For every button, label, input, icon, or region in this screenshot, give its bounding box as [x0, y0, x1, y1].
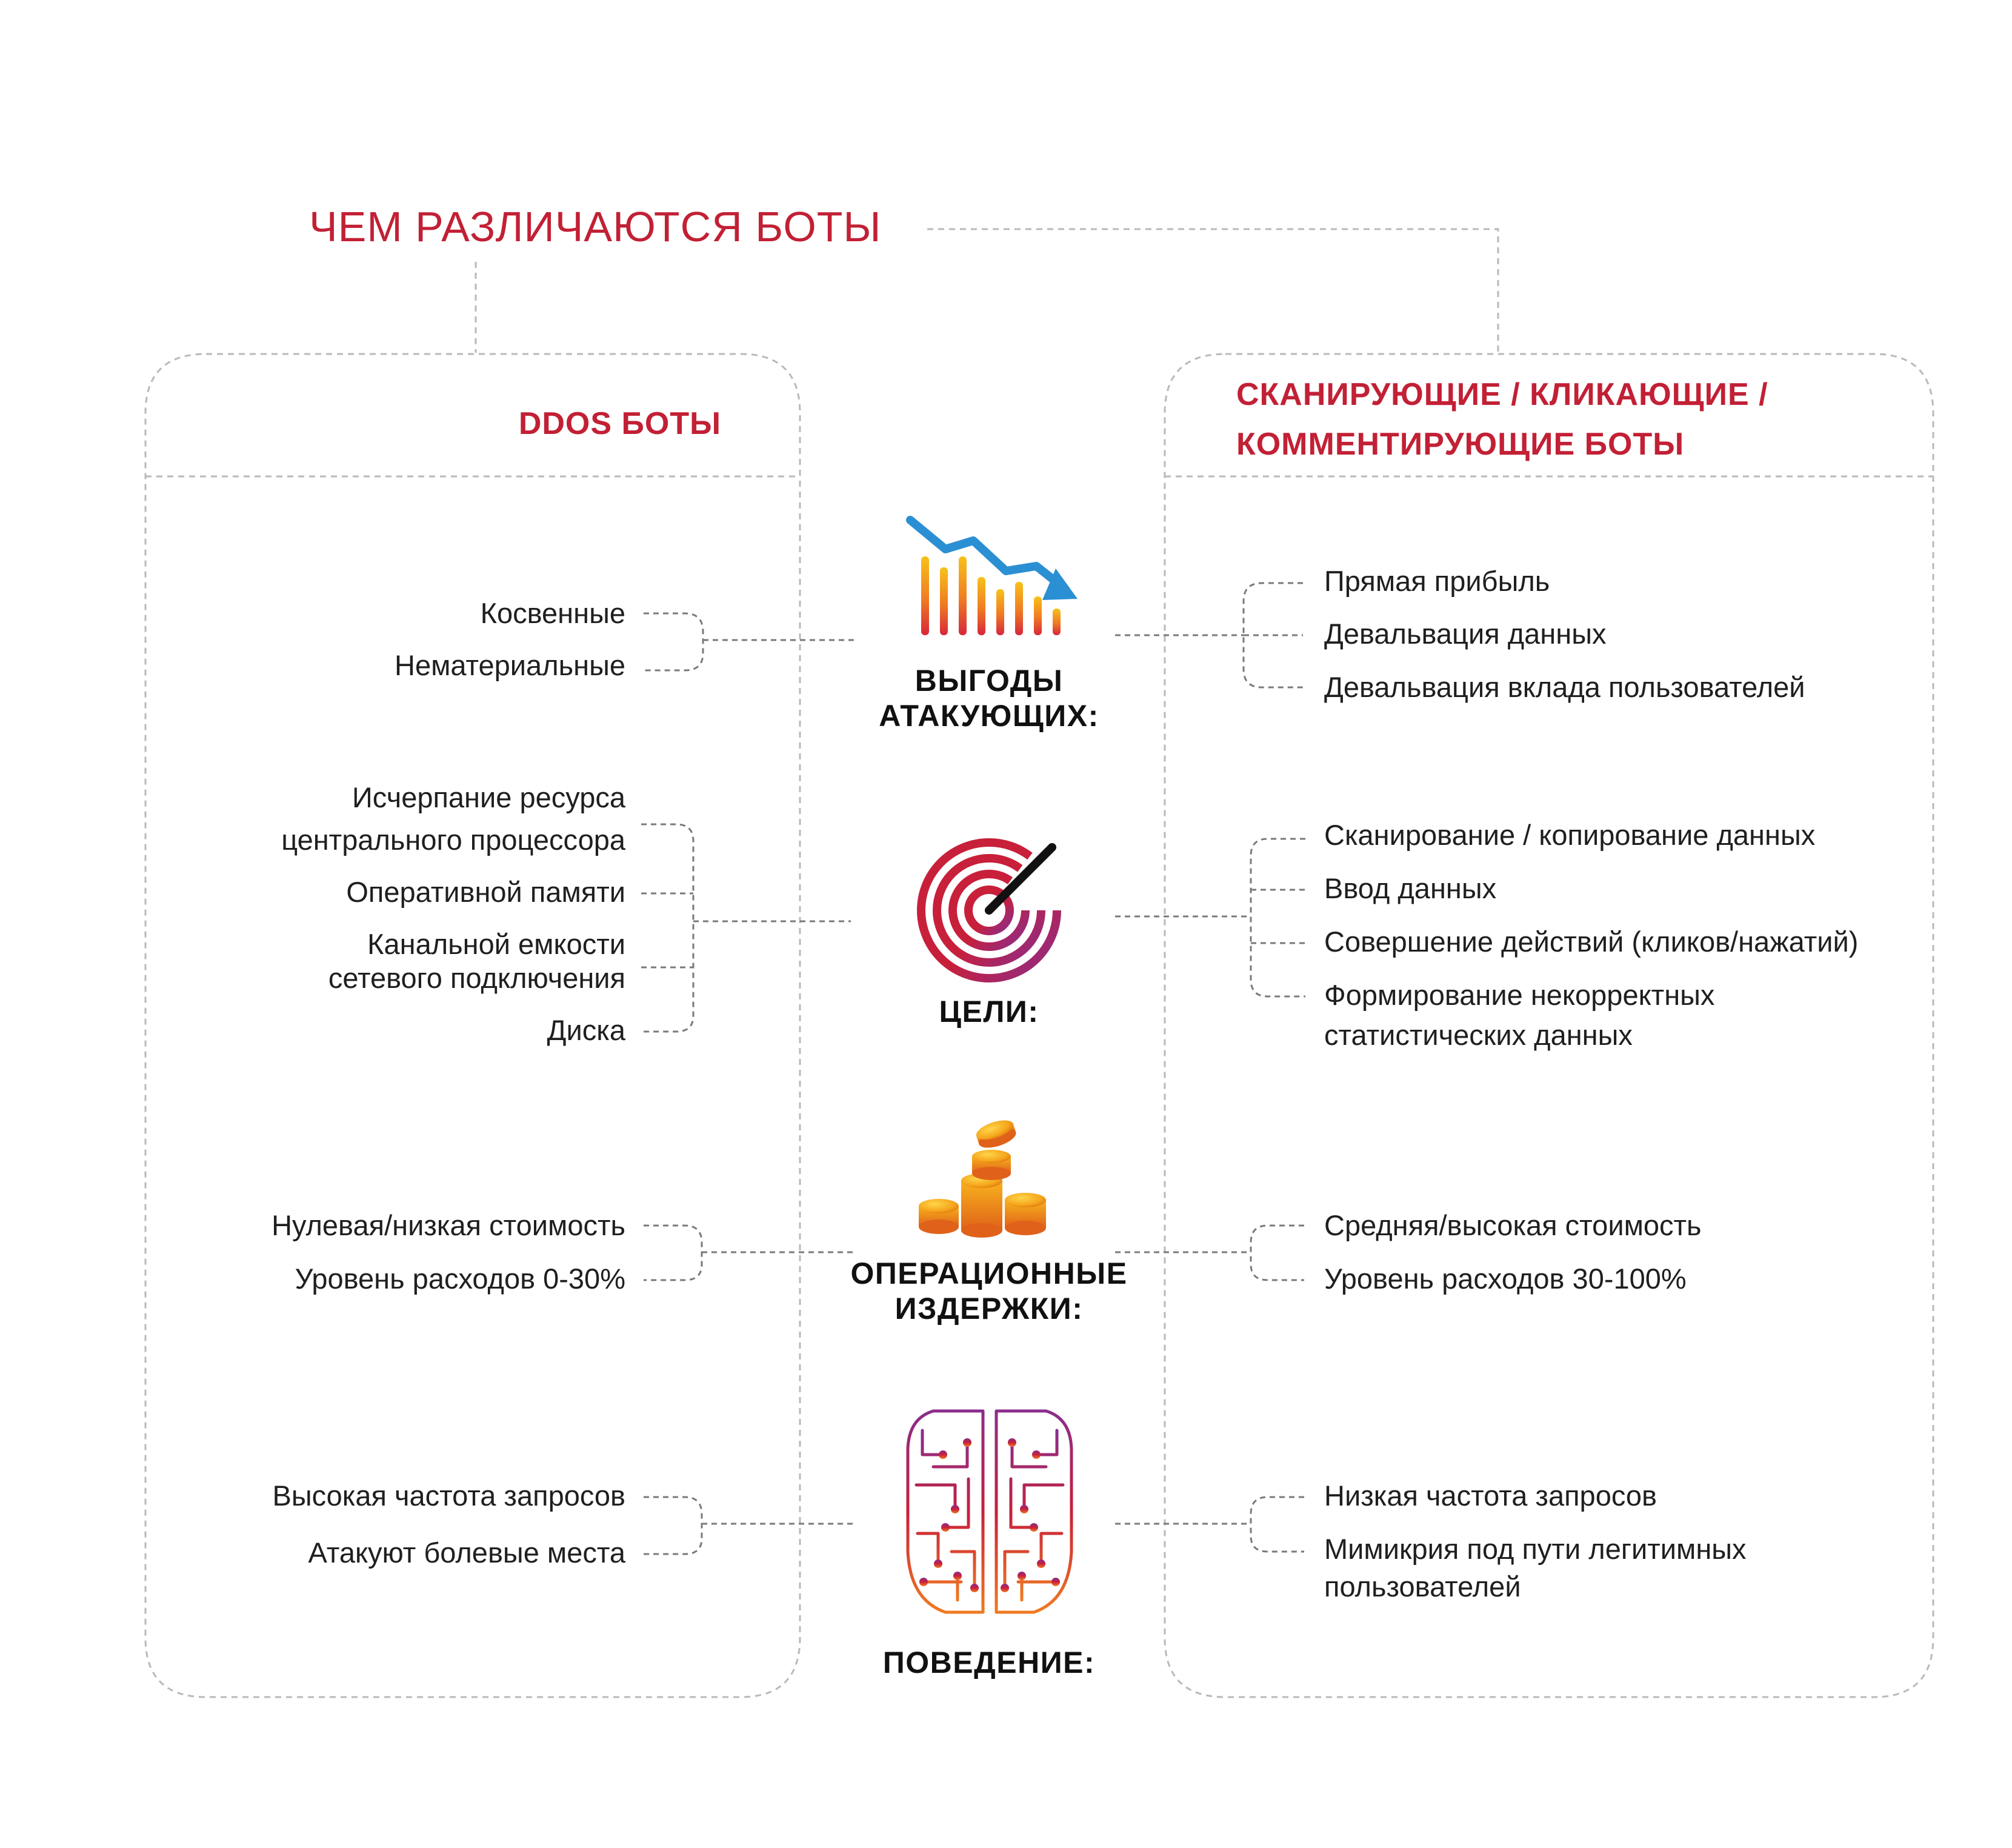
scanning-bots-panel: СКАНИРУЮЩИЕ / КЛИКАЮЩИЕ / КОММЕНТИРУЮЩИЕ…	[1164, 353, 1934, 1698]
circuit-brain-icon	[906, 1409, 1073, 1614]
benefits-right-item: Прямая прибыль	[1324, 565, 1550, 597]
goals-right-item: Сканирование / копирование данных	[1324, 819, 1815, 851]
goals-left-item: Канальной емкости	[367, 928, 625, 960]
costs-row: ОПЕРАЦИОННЫЕ ИЗДЕРЖКИ: Нулевая/низкая ст…	[271, 1120, 1702, 1326]
goals-right-item: статистических данных	[1324, 1019, 1633, 1051]
costs-label-line1: ОПЕРАЦИОННЫЕ	[850, 1256, 1127, 1290]
costs-label-line2: ИЗДЕРЖКИ:	[895, 1292, 1084, 1326]
page-title: ЧЕМ РАЗЛИЧАЮТСЯ БОТЫ	[309, 203, 882, 250]
goals-left-item: Исчерпание ресурса	[352, 781, 626, 813]
behavior-right-item: пользователей	[1324, 1570, 1521, 1603]
benefits-left-item: Нематериальные	[395, 649, 625, 681]
coins-icon	[919, 1120, 1046, 1238]
behavior-right-connector	[1115, 1496, 1304, 1553]
goals-row: ЦЕЛИ: Исчерпание ресурса центрального пр…	[281, 781, 1858, 1051]
goals-left-connector	[641, 823, 851, 1033]
behavior-left-item: Высокая частота запросов	[272, 1479, 625, 1512]
scanning-bots-header-line2: КОММЕНТИРУЮЩИЕ БОТЫ	[1236, 427, 1684, 462]
goals-label: ЦЕЛИ:	[939, 995, 1039, 1029]
benefits-right-item: Девальвация данных	[1324, 618, 1606, 650]
behavior-left-connector	[644, 1496, 854, 1555]
costs-left-item: Уровень расходов 0-30%	[295, 1263, 625, 1295]
goals-left-item: Диска	[547, 1014, 626, 1046]
costs-right-item: Уровень расходов 30-100%	[1324, 1263, 1687, 1295]
goals-right-item: Ввод данных	[1324, 872, 1496, 904]
costs-left-item: Нулевая/низкая стоимость	[271, 1209, 625, 1241]
behavior-row: ПОВЕДЕНИЕ: Высокая частота запросов Атак…	[272, 1409, 1747, 1680]
ddos-bots-header: DDOS БОТЫ	[519, 406, 721, 441]
benefits-left-item: Косвенные	[481, 597, 625, 629]
benefits-left-connector	[644, 612, 854, 672]
goals-left-item: центрального процессора	[281, 824, 626, 856]
goals-right-item: Формирование некорректных	[1324, 979, 1714, 1011]
benefits-right-connector	[1115, 582, 1303, 689]
behavior-label: ПОВЕДЕНИЕ:	[883, 1646, 1095, 1680]
behavior-left-item: Атакуют болевые места	[308, 1536, 626, 1569]
benefits-right-item: Девальвация вклада пользователей	[1324, 671, 1805, 703]
behavior-right-item: Мимикрия под пути легитимных	[1324, 1533, 1747, 1565]
scanning-bots-header-line1: СКАНИРУЮЩИЕ / КЛИКАЮЩИЕ /	[1236, 377, 1768, 412]
behavior-right-item: Низкая частота запросов	[1324, 1479, 1657, 1512]
costs-right-connector	[1115, 1224, 1304, 1281]
declining-chart-icon	[906, 516, 1078, 635]
goals-right-connector	[1115, 838, 1305, 998]
title-connector-right	[927, 228, 1499, 353]
target-icon	[917, 838, 1061, 982]
benefits-label-line2: АТАКУЮЩИХ:	[879, 699, 1099, 733]
goals-left-item: Оперативной памяти	[346, 876, 625, 908]
ddos-bots-panel: DDOS БОТЫ	[144, 353, 801, 1698]
goals-right-item: Совершение действий (кликов/нажатий)	[1324, 926, 1858, 958]
costs-left-connector	[644, 1224, 854, 1281]
benefits-row: ВЫГОДЫ АТАКУЮЩИХ: Косвенные Нематериальн…	[395, 516, 1805, 733]
goals-left-item: сетевого подключения	[328, 962, 625, 994]
costs-right-item: Средняя/высокая стоимость	[1324, 1209, 1702, 1241]
benefits-label-line1: ВЫГОДЫ	[915, 664, 1064, 698]
